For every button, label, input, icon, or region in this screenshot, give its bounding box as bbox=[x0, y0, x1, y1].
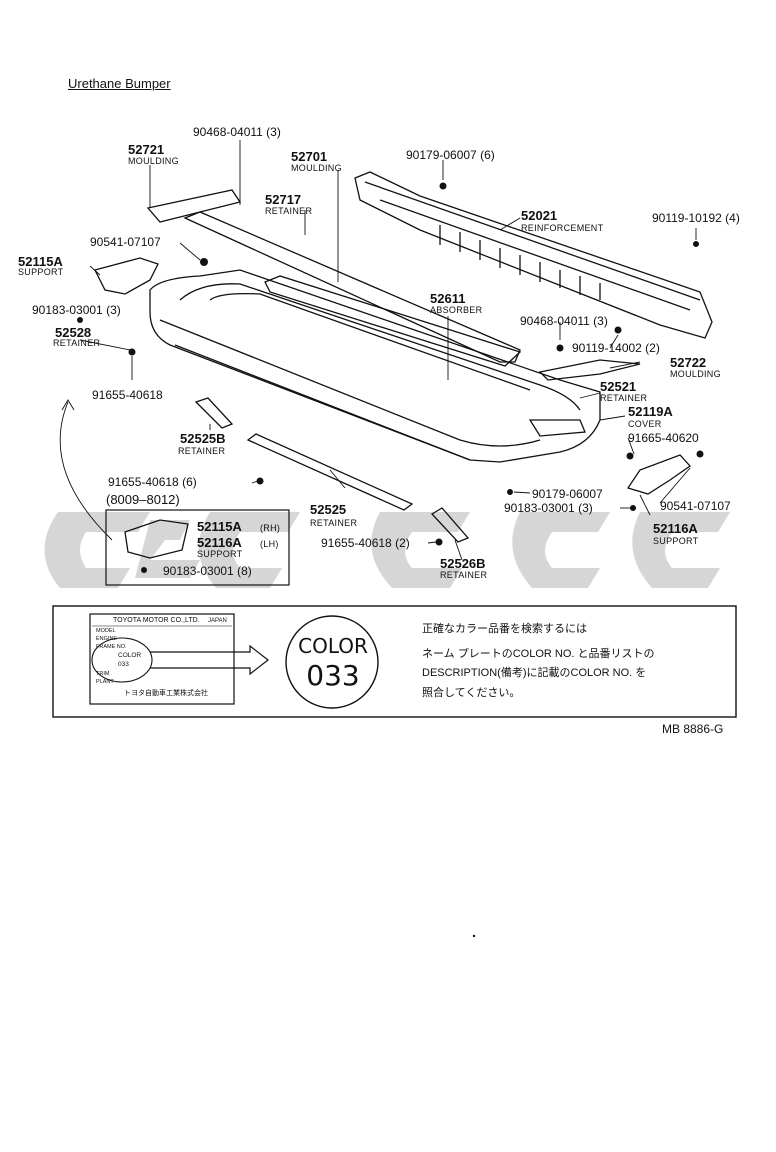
name-plate-row-frame: FRAME NO. bbox=[96, 644, 127, 650]
part-desc-52119a: COVER bbox=[628, 419, 662, 429]
watermark-graphic bbox=[44, 512, 730, 588]
name-plate-row-engine: ENGINE bbox=[96, 636, 118, 642]
retainer-52526b-drawing bbox=[430, 507, 470, 543]
part-desc-52525b: RETAINER bbox=[178, 446, 226, 456]
part-desc-52701: MOULDING bbox=[291, 163, 342, 173]
name-plate-row-trim: TRIM bbox=[96, 671, 110, 677]
part-desc-52528: RETAINER bbox=[53, 338, 101, 348]
inset-support-drawing bbox=[124, 519, 189, 559]
inset-lh-side: (LH) bbox=[260, 539, 279, 549]
bumper-cover-drawing bbox=[149, 269, 601, 463]
part-number-90183-left: 90183-03001 (3) bbox=[32, 303, 121, 317]
leader-lines bbox=[59, 140, 697, 561]
moulding-52722-drawing bbox=[538, 359, 641, 381]
inset-rh-side: (RH) bbox=[260, 523, 281, 533]
figure-code: MB 8886-G bbox=[662, 722, 724, 736]
part-number-52528: 52528 bbox=[55, 325, 92, 340]
inset-box bbox=[105, 509, 290, 586]
inset-screw: 90183-03001 (8) bbox=[163, 564, 252, 578]
part-number-52525b: 52525B bbox=[180, 431, 226, 446]
name-plate-row-model: MODEL bbox=[96, 628, 116, 634]
instruction-line-1: 正確なカラー品番を検索するには bbox=[422, 623, 587, 635]
part-desc-52611: ABSORBER bbox=[430, 305, 483, 315]
part-desc-52526b: RETAINER bbox=[440, 570, 488, 580]
part-number-52116a: 52116A bbox=[653, 521, 698, 536]
part-number-90119-10192: 90119-10192 (4) bbox=[652, 211, 740, 225]
part-number-52525: 52525 bbox=[310, 502, 347, 517]
part-desc-52115a: SUPPORT bbox=[18, 267, 64, 277]
part-desc-52525: RETAINER bbox=[310, 518, 358, 528]
inset-rh-number: 52115A bbox=[197, 519, 242, 534]
part-number-90179-bottom: 90179-06007 bbox=[532, 487, 603, 501]
part-number-91655-left: 91655-40618 bbox=[92, 388, 163, 402]
part-number-52722: 52722 bbox=[670, 355, 707, 370]
part-number-52521: 52521 bbox=[600, 379, 637, 394]
part-number-52526b: 52526B bbox=[440, 556, 486, 571]
instruction-line-3: DESCRIPTION(備考)に記載のCOLOR NO. を bbox=[422, 667, 647, 679]
instruction-line-4: 照合してください。 bbox=[422, 687, 521, 699]
part-number-90468-top: 90468-04011 (3) bbox=[193, 125, 281, 139]
diagram-title: Urethane Bumper bbox=[68, 76, 171, 91]
support-right-drawing bbox=[626, 454, 691, 495]
part-number-52717: 52717 bbox=[265, 192, 302, 207]
part-number-52119a: 52119A bbox=[628, 404, 673, 419]
absorber-drawing bbox=[264, 275, 522, 367]
part-number-52021: 52021 bbox=[521, 208, 558, 223]
name-plate-footer: トヨタ自動車工業株式会社 bbox=[124, 690, 208, 697]
support-left-drawing bbox=[94, 257, 159, 295]
name-plate-maker: TOYOTA MOTOR CO.,LTD. bbox=[113, 617, 200, 624]
part-number-52701: 52701 bbox=[291, 149, 328, 164]
name-plate-row-color: COLOR bbox=[118, 652, 142, 659]
part-number-90468-mid: 90468-04011 (3) bbox=[520, 314, 608, 328]
part-number-90541-right: 90541-07107 bbox=[660, 499, 731, 513]
color-panel-border bbox=[52, 605, 737, 718]
reinforcement-drawing bbox=[354, 171, 713, 339]
part-number-91655-center: 91655-40618 (6) bbox=[108, 475, 197, 489]
fasteners-drawing bbox=[77, 182, 704, 573]
name-plate-country: JAPAN bbox=[208, 618, 227, 624]
part-number-91655-bottom: 91655-40618 (2) bbox=[321, 536, 410, 550]
part-number-90541-left: 90541-07107 bbox=[90, 235, 161, 249]
color-circle bbox=[285, 615, 379, 709]
part-number-90119-14002: 90119-14002 (2) bbox=[572, 341, 660, 355]
part-desc-52521: RETAINER bbox=[600, 393, 648, 403]
name-plate-border bbox=[89, 613, 235, 705]
part-desc-52116a: SUPPORT bbox=[653, 536, 699, 546]
instruction-line-2: ネーム プレートのCOLOR NO. と品番リストの bbox=[422, 648, 655, 660]
part-number-90183-right: 90183-03001 (3) bbox=[504, 501, 593, 515]
part-desc-52021: REINFORCEMENT bbox=[521, 223, 604, 233]
inset-lh-number: 52116A bbox=[197, 535, 242, 550]
part-number-91665-40620: 91665-40620 bbox=[628, 431, 699, 445]
part-number-52721: 52721 bbox=[128, 142, 165, 157]
part-desc-52722: MOULDING bbox=[670, 369, 721, 379]
color-circle-label: COLOR bbox=[298, 634, 368, 658]
color-circle-code: 033 bbox=[306, 659, 360, 692]
name-plate-row-color-code: 033 bbox=[118, 661, 129, 668]
inset-date-range: (8009–8012) bbox=[106, 492, 180, 507]
name-plate-row-plant: PLANT bbox=[96, 679, 114, 685]
arrow-graphic bbox=[150, 644, 269, 676]
part-number-52115a: 52115A bbox=[18, 254, 63, 269]
retainer-52525b-drawing bbox=[194, 397, 234, 429]
part-desc-52717: RETAINER bbox=[265, 206, 313, 216]
moulding-52721-drawing bbox=[146, 189, 242, 223]
inset-desc: SUPPORT bbox=[197, 549, 243, 559]
part-desc-52721: MOULDING bbox=[128, 156, 179, 166]
part-number-90179-top: 90179-06007 (6) bbox=[406, 148, 495, 162]
part-number-52611: 52611 bbox=[430, 291, 466, 306]
retainer-52525-drawing bbox=[246, 433, 414, 511]
